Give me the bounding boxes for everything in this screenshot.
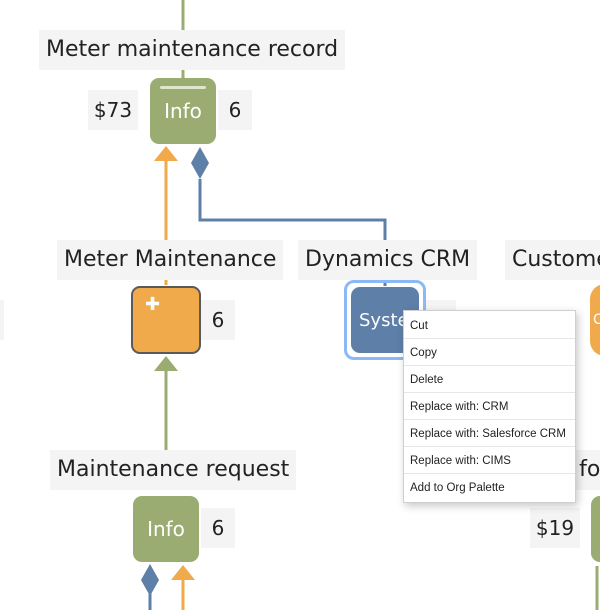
node-count-meter-maintenance-record: 6 (218, 90, 252, 130)
diamond-bottom-icon (141, 564, 159, 596)
node-cost-meter-maintenance-record: $73 (88, 90, 138, 130)
arrowhead-up-orange-bottom-icon (171, 565, 195, 580)
menu-item-add-to-org-palette[interactable]: Add to Org Palette (410, 482, 505, 494)
menu-item-copy[interactable]: Copy (404, 339, 575, 366)
info-node-right-partial[interactable] (591, 496, 600, 562)
arrowhead-up-orange-icon (154, 146, 178, 161)
partial-label-left (0, 300, 4, 340)
node-type-text: C (593, 312, 600, 328)
node-label-meter-maintenance: Meter Maintenance (57, 240, 284, 280)
node-label-customer-partial: Custome (505, 240, 600, 280)
node-count-meter-maintenance: 6 (201, 300, 235, 340)
info-node-meter-maintenance-record[interactable]: Info (150, 78, 216, 144)
node-label-meter-maintenance-record: Meter maintenance record (39, 30, 346, 70)
menu-item-replace-cims[interactable]: Replace with: CIMS (404, 447, 575, 474)
node-type-text: Info (164, 99, 202, 123)
menu-item-replace-crm[interactable]: Replace with: CRM (404, 393, 575, 420)
node-type-text: Syster (359, 309, 416, 331)
node-label-dynamics-crm: Dynamics CRM (298, 240, 478, 280)
menu-item-cut[interactable]: Cut (404, 312, 575, 339)
node-cost-right-partial: $19 (530, 508, 580, 548)
node-label-maintenance-request: Maintenance request (50, 450, 297, 490)
process-node-meter-maintenance[interactable]: ✚ (131, 286, 201, 354)
node-customer-partial[interactable]: C (590, 284, 600, 356)
plus-icon: ✚ (145, 294, 161, 315)
menu-item-delete[interactable]: Delete (404, 366, 575, 393)
node-count-maintenance-request: 6 (201, 508, 235, 548)
node-type-text: Info (147, 517, 185, 541)
arrowhead-up-green-icon (154, 356, 178, 371)
diamond-connector-icon (191, 147, 209, 179)
info-node-maintenance-request[interactable]: Info (133, 496, 199, 562)
menu-item-replace-salesforce-crm[interactable]: Replace with: Salesforce CRM (404, 420, 575, 447)
info-bar-icon (160, 86, 206, 89)
context-menu: Cut Copy Delete Replace with: CRM Replac… (403, 310, 576, 503)
